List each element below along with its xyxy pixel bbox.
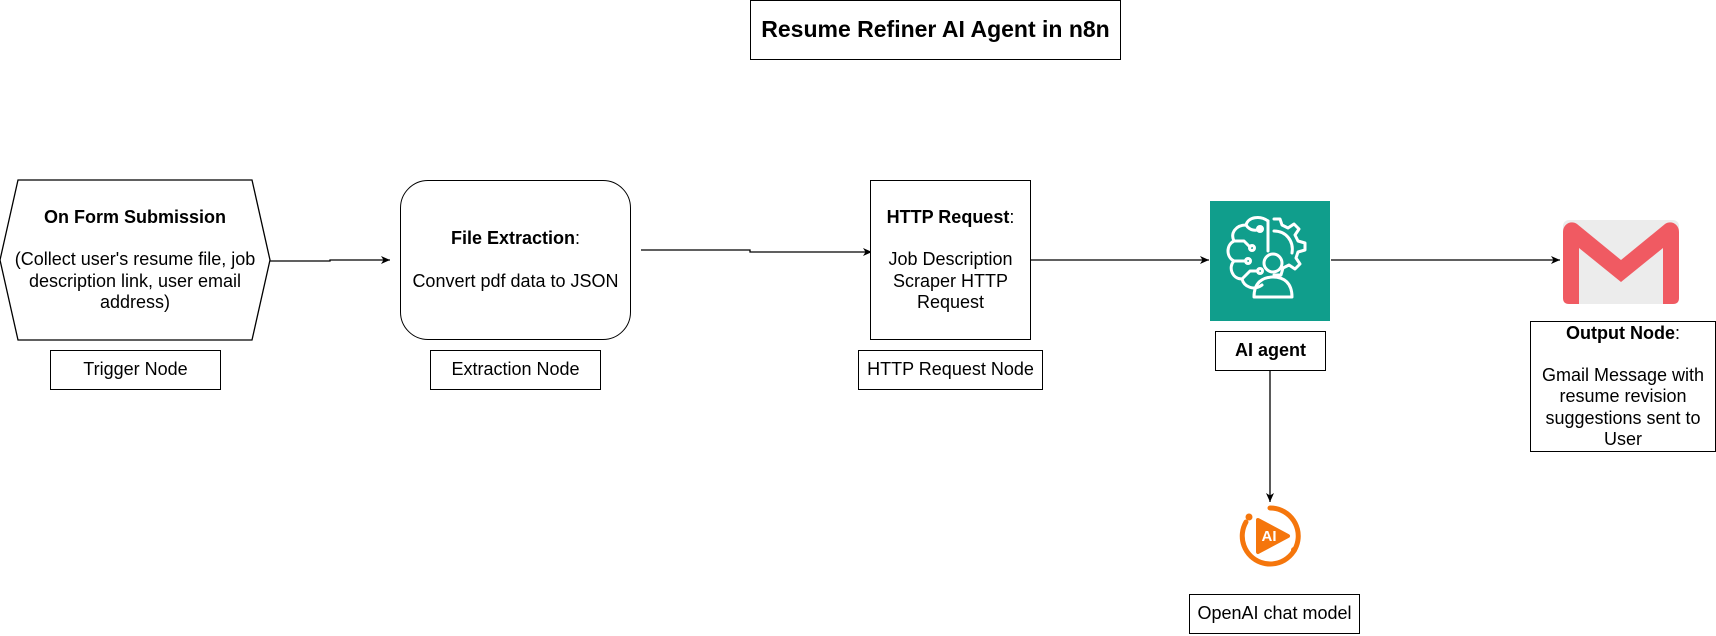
extraction-node-colon: : bbox=[575, 228, 581, 249]
extraction-node-label: Extraction Node bbox=[430, 350, 601, 390]
diagram-title: Resume Refiner AI Agent in n8n bbox=[750, 0, 1121, 60]
ai-agent-label: AI agent bbox=[1215, 331, 1326, 371]
output-node[interactable]: Output Node: Gmail Message with resume r… bbox=[1530, 321, 1716, 452]
ai-agent-brain-gear-icon bbox=[1226, 216, 1307, 299]
trigger-node-heading: On Form Submission bbox=[43, 207, 226, 228]
svg-text:AI: AI bbox=[1262, 528, 1277, 545]
http-request-node[interactable]: HTTP Request: Job Description Scraper HT… bbox=[870, 180, 1031, 340]
output-node-body: Gmail Message with resume revision sugge… bbox=[1541, 365, 1705, 449]
extraction-node-shape[interactable] bbox=[400, 180, 631, 340]
trigger-node-body: (Collect user's resume file, job descrip… bbox=[14, 249, 256, 312]
http-request-node-body: Job Description Scraper HTTP Request bbox=[888, 249, 1013, 312]
extraction-node-heading: File Extraction bbox=[450, 228, 575, 249]
output-node-heading: Output Node bbox=[1566, 322, 1675, 343]
gmail-icon[interactable] bbox=[1561, 218, 1681, 306]
ai-agent-node[interactable] bbox=[1210, 201, 1330, 321]
trigger-node[interactable]: On Form Submission (Collect user's resum… bbox=[10, 200, 260, 320]
extraction-node-body: Convert pdf data to JSON bbox=[412, 270, 619, 291]
http-request-node-colon: : bbox=[1009, 207, 1015, 228]
extraction-node: File Extraction: Convert pdf data to JSO… bbox=[405, 215, 626, 305]
edge-trigger-to-extraction bbox=[270, 256, 390, 264]
ai-agent-label-text: AI agent bbox=[1234, 340, 1306, 361]
http-request-node-label: HTTP Request Node bbox=[858, 350, 1043, 390]
openai-ai-icon[interactable]: AI bbox=[1238, 504, 1302, 568]
openai-chat-model-label: OpenAI chat model bbox=[1189, 594, 1360, 634]
output-node-colon: : bbox=[1674, 322, 1680, 343]
edge-extraction-to-http bbox=[641, 248, 872, 256]
http-request-node-heading: HTTP Request bbox=[886, 207, 1010, 228]
trigger-node-label: Trigger Node bbox=[50, 350, 221, 390]
